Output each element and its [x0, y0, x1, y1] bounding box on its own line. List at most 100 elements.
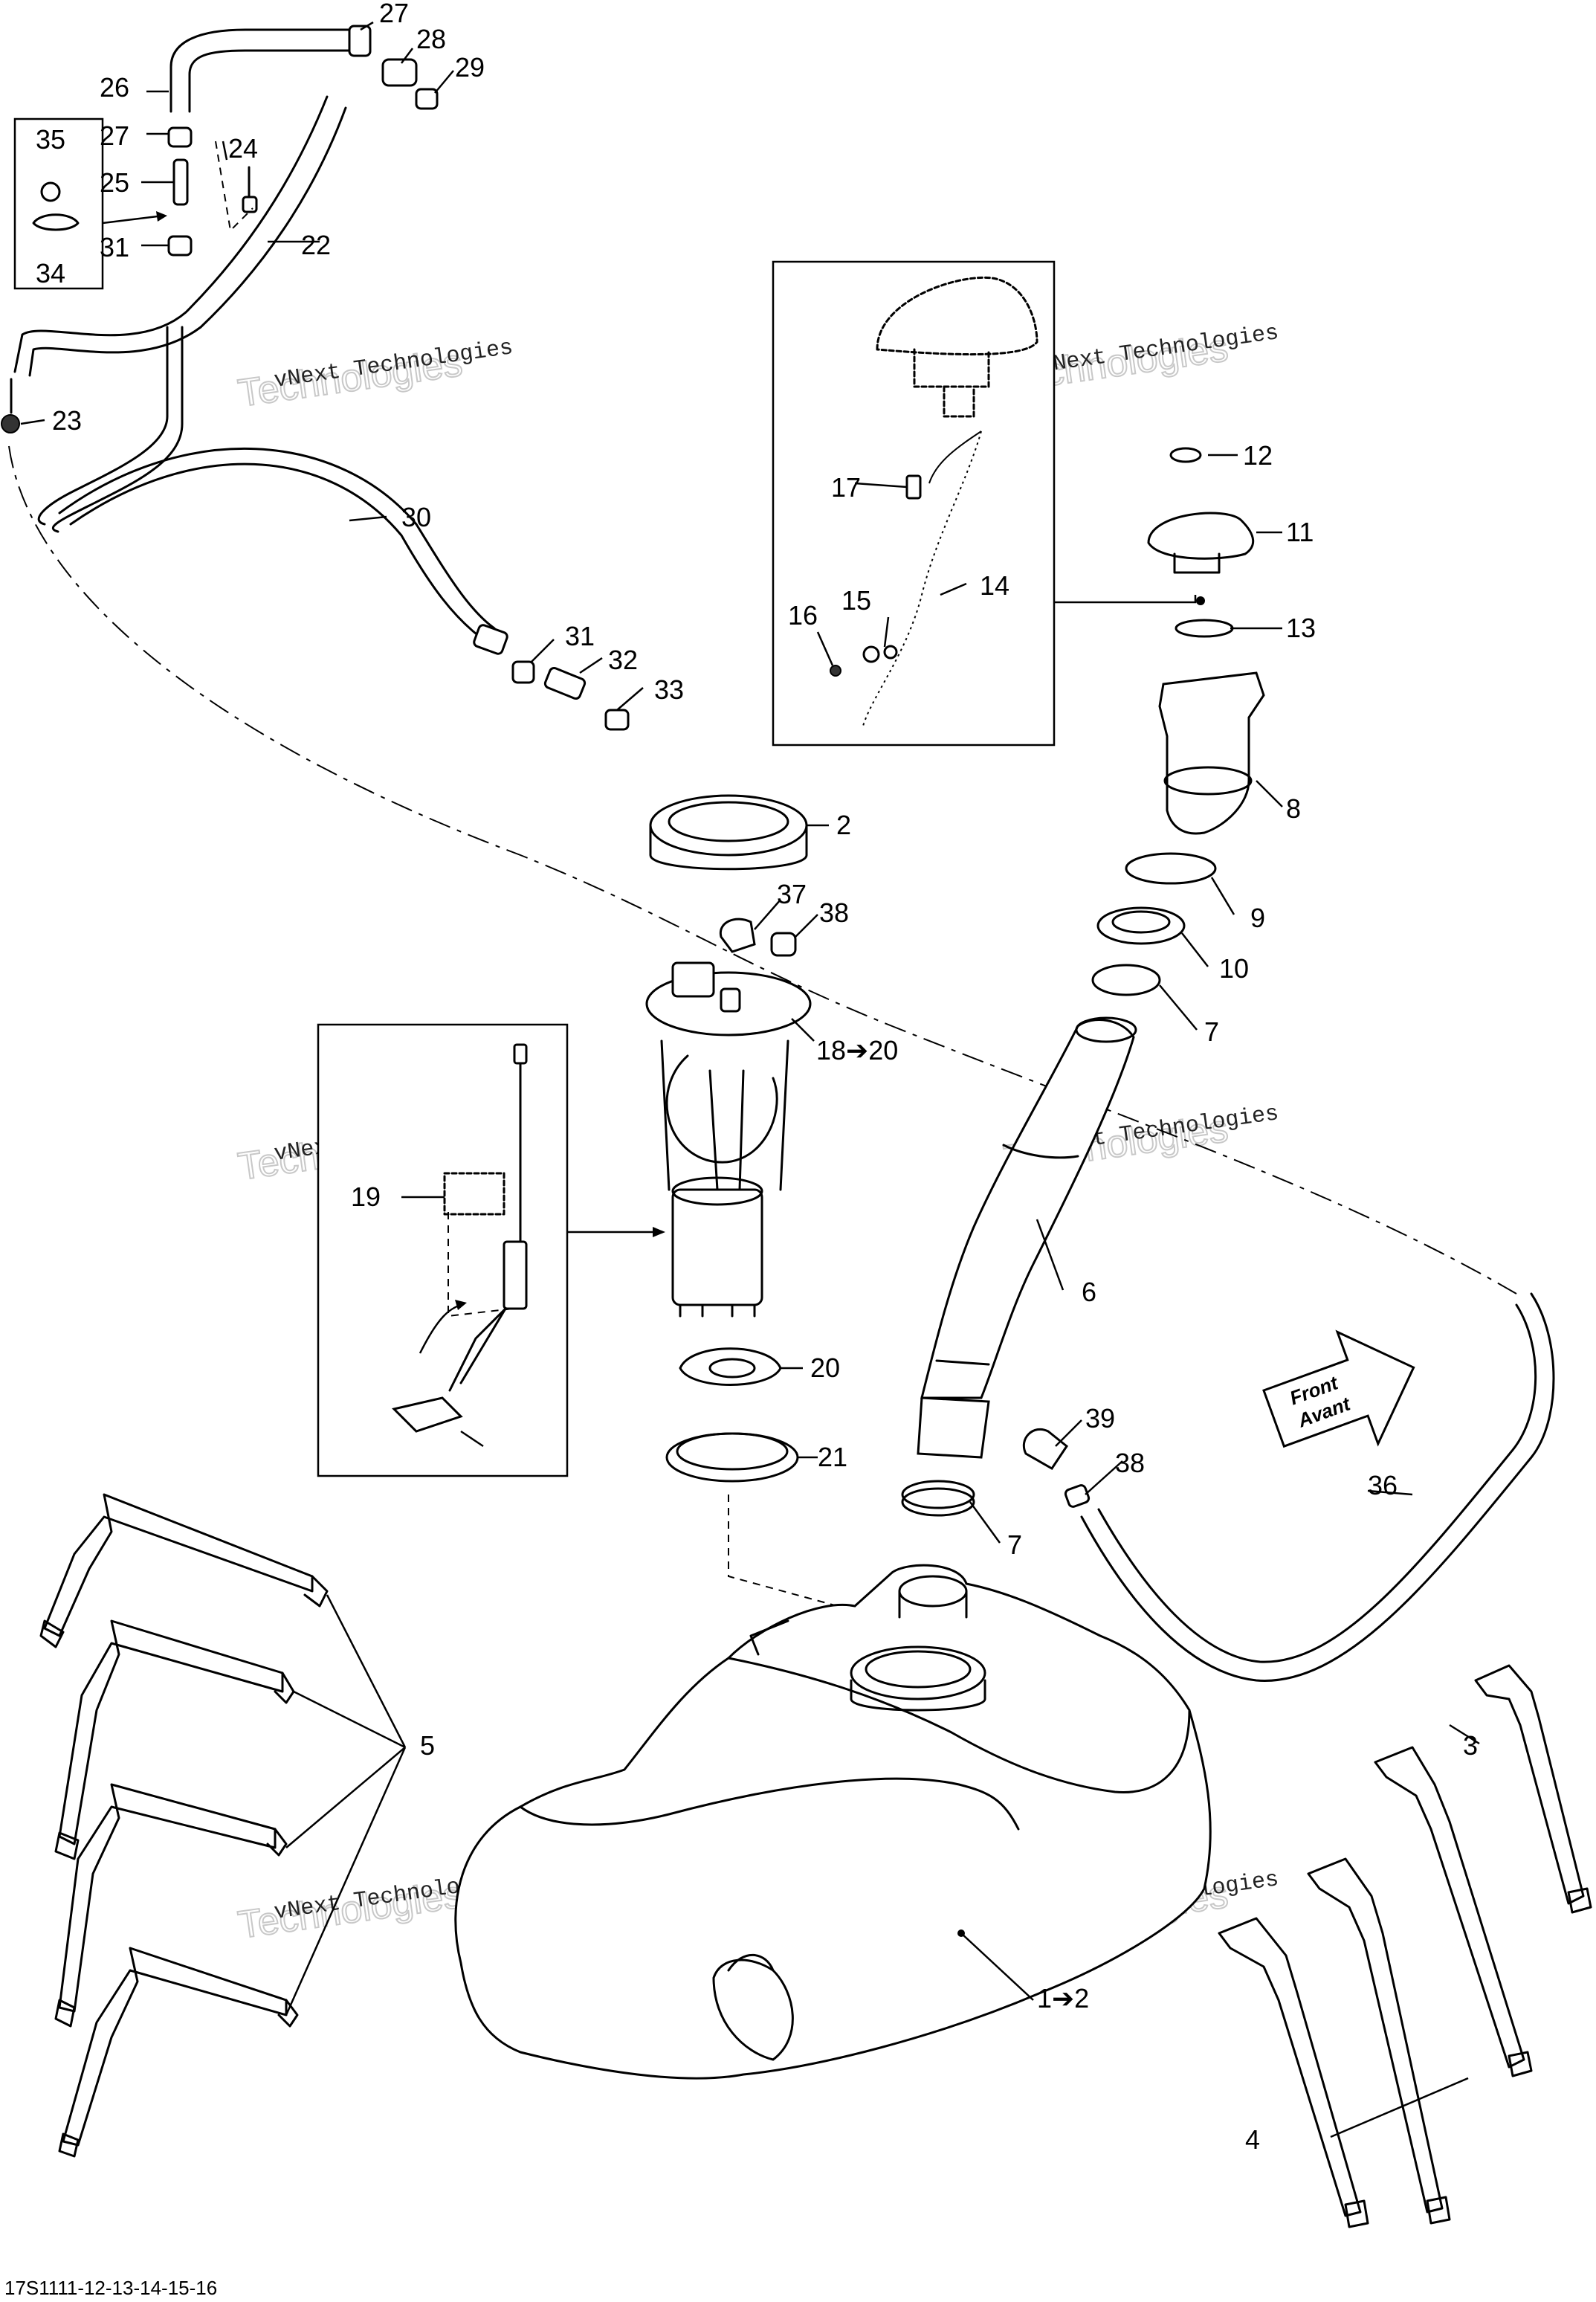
check-valve-32 [543, 666, 587, 700]
vent-hose-assembly [1, 25, 630, 731]
fitting-28 [381, 58, 418, 87]
vent-hose-30 [69, 462, 485, 641]
callout-26: 26 [100, 72, 129, 103]
gasket-9 [1125, 852, 1217, 885]
sender-unit-19 [443, 1172, 505, 1216]
callout-13: 13 [1286, 613, 1316, 643]
callout-15: 15 [841, 585, 871, 616]
rivet-17 [905, 474, 922, 500]
vent-hose-36-assembly [1022, 1292, 1555, 1682]
clamp-34 [32, 213, 80, 231]
filler-hose-6 [917, 1016, 1137, 1459]
callout-21: 21 [818, 1442, 847, 1472]
strap-3 [1474, 1664, 1585, 1905]
strap-4b [1307, 1857, 1444, 2214]
figure-code: 17S1111-12-13-14-15-16 [4, 2277, 217, 2299]
callout-7-lower: 7 [1007, 1529, 1022, 1560]
fitting-31-upper [167, 235, 193, 257]
callout-11: 11 [1286, 517, 1314, 547]
callout-14: 14 [980, 570, 1009, 601]
tank-alignment-line [728, 1495, 893, 1622]
callout-30: 30 [401, 502, 431, 532]
callout-9: 9 [1250, 903, 1265, 933]
fitting-27-lower [167, 126, 193, 148]
screw-16 [830, 665, 841, 677]
callout-35: 35 [36, 124, 65, 155]
watermark-top-left: Technologies vNext Technologies [235, 335, 514, 416]
callout-28: 28 [416, 24, 446, 54]
callout-17: 17 [831, 472, 861, 503]
callout-8: 8 [1286, 793, 1301, 824]
nut-35 [40, 181, 61, 202]
filler-neck-assembly [1091, 447, 1265, 996]
callout-10: 10 [1219, 953, 1249, 984]
callout-16: 16 [788, 600, 818, 631]
strap-4c [1218, 1917, 1362, 2217]
callout-5: 5 [420, 1730, 435, 1761]
clamp-inset [13, 117, 167, 290]
elbow-fitting-39 [1022, 1428, 1069, 1470]
vent-hose-36 [1080, 1292, 1555, 1682]
callout-12: 12 [1243, 440, 1273, 471]
callout-39: 39 [1085, 1403, 1115, 1434]
tank-straps-5 [39, 1493, 407, 2158]
fitting-31-lower [511, 660, 535, 684]
callout-34: 34 [36, 258, 65, 288]
callout-3: 3 [1463, 1730, 1478, 1761]
callout-29: 29 [455, 52, 485, 83]
callout-7-upper: 7 [1204, 1016, 1219, 1047]
cap-33 [604, 709, 630, 731]
cap-29 [415, 88, 439, 110]
callout-32: 32 [608, 645, 638, 675]
lock-ring-2 [649, 794, 808, 857]
callout-27-lower: 27 [100, 120, 129, 151]
fuel-cap-tether-inset [772, 260, 1197, 747]
clamp-inset-frame [13, 117, 104, 290]
callouts: 27 28 29 26 27 24 25 31 22 35 34 23 30 3… [36, 0, 1478, 2155]
pump-motor [671, 1188, 763, 1306]
ring-15b [883, 645, 898, 660]
vent-hose-26 [169, 28, 351, 113]
callout-31: 31 [100, 232, 129, 262]
fitting-27-top [348, 25, 372, 57]
callout-31-lower: 31 [565, 621, 595, 651]
pump-connector [671, 961, 715, 998]
strap-4a [1374, 1746, 1525, 2069]
front-arrow-shape [1262, 1329, 1415, 1448]
gasket-13 [1175, 619, 1234, 638]
leader-lines [20, 21, 1480, 2001]
callout-33: 33 [654, 674, 684, 705]
seal-12 [1169, 447, 1202, 463]
fuel-cap-dashed [876, 276, 1038, 356]
callout-2: 2 [836, 810, 851, 840]
filler-neck-8 [1158, 671, 1265, 835]
front-direction-arrow: Front Avant [1262, 1329, 1415, 1448]
cap-38-lower [1064, 1484, 1091, 1508]
fuel-level-sender-inset [317, 1023, 569, 1477]
callout-18: 18➔20 [816, 1035, 898, 1065]
callout-25: 25 [100, 167, 129, 198]
callout-36: 36 [1368, 1470, 1398, 1500]
callout-6: 6 [1082, 1277, 1096, 1307]
fitting-23 [1, 414, 20, 433]
callout-1: 1➔2 [1037, 1983, 1089, 2014]
clamp-7-lower [901, 1487, 975, 1517]
fuel-float [392, 1396, 463, 1433]
elbow-fitting-37 [719, 918, 756, 953]
tank-straps-3-4 [1218, 1664, 1592, 2228]
vent-routing-line [8, 445, 1517, 1295]
cap-38-upper [770, 932, 797, 957]
cap-inset-frame [772, 260, 1056, 747]
lock-ring-10 [1096, 906, 1186, 945]
callout-19: 19 [351, 1181, 381, 1212]
fuel-cap-11 [1147, 512, 1255, 560]
callout-20: 20 [810, 1352, 840, 1383]
seal-20 [679, 1347, 782, 1386]
fuel-pump-assembly [567, 794, 812, 1483]
tether-chain-14 [862, 431, 982, 729]
tee-fitting-25 [172, 158, 189, 206]
callout-22: 22 [301, 230, 331, 260]
clamp-7-upper [1091, 964, 1161, 996]
callout-23: 23 [52, 405, 82, 436]
